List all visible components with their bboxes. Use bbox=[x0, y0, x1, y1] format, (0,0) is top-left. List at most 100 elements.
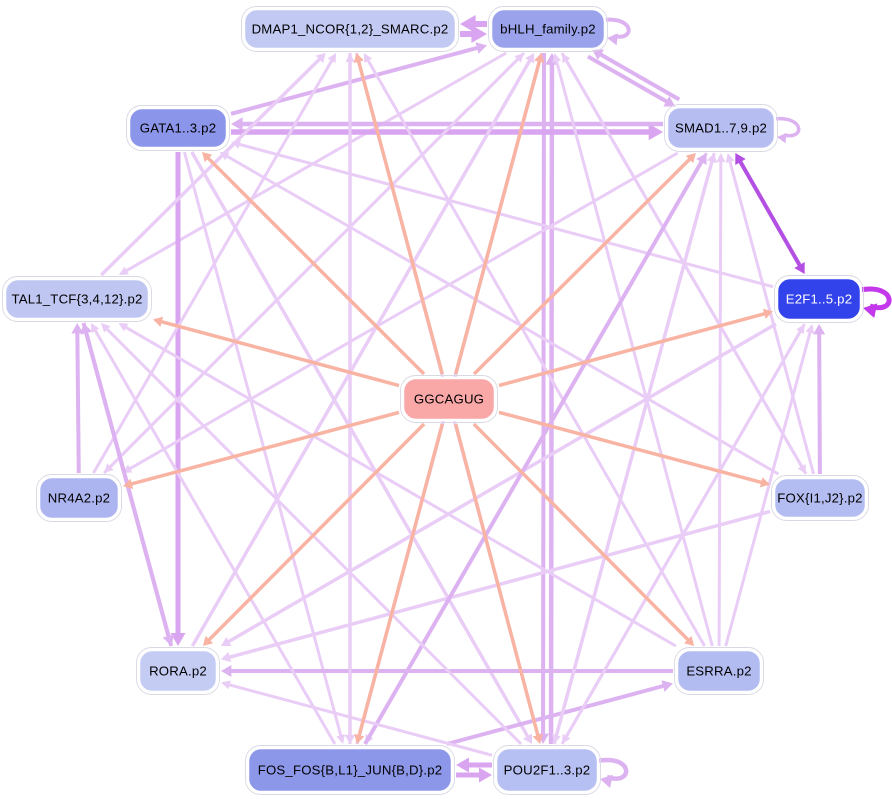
edge-line bbox=[83, 330, 174, 647]
node-label-esrra: ESRRA.p2 bbox=[686, 664, 751, 679]
arrowhead-smad bbox=[706, 153, 717, 164]
edge-line bbox=[498, 410, 764, 485]
edge-line bbox=[717, 160, 723, 647]
edge-line bbox=[123, 325, 677, 648]
self-loop-path bbox=[859, 286, 892, 311]
node-rora[interactable]: RORA.p2 bbox=[136, 647, 220, 695]
nodes-layer: DMAP1_NCOR{1,2}_SMARC.p2 bHLH_family.p2GA… bbox=[2, 6, 869, 795]
edge-line bbox=[472, 422, 691, 643]
arrowhead-tal1 bbox=[118, 266, 129, 275]
edge-pou2f-rora bbox=[221, 680, 493, 757]
edge-line bbox=[453, 423, 540, 738]
node-label-ggcagug: GGCAGUG bbox=[414, 392, 484, 407]
node-gata[interactable]: GATA1..3.p2 bbox=[126, 105, 230, 151]
node-e2f[interactable]: E2F1..5.p2 bbox=[774, 275, 864, 323]
edge-line bbox=[190, 151, 530, 739]
arrowhead-bhlh bbox=[514, 53, 524, 63]
node-box bbox=[246, 746, 454, 794]
node-dmap1[interactable]: DMAP1_NCOR{1,2}_SMARC.p2 bbox=[241, 6, 459, 52]
node-box bbox=[242, 7, 458, 51]
arrowhead-esrra bbox=[684, 635, 695, 646]
edge-line bbox=[724, 330, 812, 647]
arrowhead-smad bbox=[735, 153, 746, 166]
node-box bbox=[665, 105, 777, 151]
self-loop-path bbox=[596, 757, 629, 781]
arrowhead-dmap1 bbox=[327, 53, 337, 64]
node-ring bbox=[674, 647, 764, 695]
edge-nr4a2-dmap1 bbox=[92, 53, 337, 474]
edge-nr4a2-tal1 bbox=[71, 323, 84, 474]
node-fox[interactable]: FOX{I1,J2}.p2 bbox=[771, 475, 869, 521]
arrowhead-dmap1 bbox=[345, 53, 355, 62]
edge-esrra-rora bbox=[221, 665, 673, 677]
edge-bhlh-dmap1 bbox=[460, 15, 487, 33]
edge-line bbox=[554, 59, 714, 647]
self-loop-pou2f bbox=[596, 757, 629, 789]
edge-pou2f-bhlh bbox=[545, 53, 559, 745]
arrowhead-e2f bbox=[813, 324, 826, 335]
arrowhead-smad bbox=[777, 132, 787, 144]
edge-gata-rora bbox=[170, 152, 186, 646]
node-ggcagug[interactable]: GGCAGUG bbox=[400, 375, 498, 423]
edge-ggcagug-gata bbox=[202, 152, 426, 376]
edge-line bbox=[92, 58, 334, 474]
node-label-rora: RORA.p2 bbox=[149, 664, 207, 679]
arrowhead-nr4a2 bbox=[123, 478, 134, 489]
edge-line bbox=[541, 52, 546, 736]
arrowhead-rora bbox=[221, 636, 232, 647]
edge-bhlh-pou2f bbox=[537, 52, 550, 744]
edge-e2f-rora bbox=[221, 322, 777, 647]
edge-line bbox=[560, 329, 803, 745]
arrowhead-fox bbox=[759, 477, 770, 488]
arrowhead-rora bbox=[170, 633, 186, 646]
edge-line bbox=[472, 156, 692, 376]
arrowhead-bhlh bbox=[591, 49, 604, 60]
arrowhead-tal1 bbox=[118, 323, 129, 332]
edge-line bbox=[366, 58, 706, 647]
arrowhead-smad bbox=[716, 153, 726, 163]
arrowhead-dmap1 bbox=[353, 53, 364, 64]
edge-line bbox=[190, 58, 533, 647]
edge-bhlh-tal1 bbox=[118, 51, 507, 275]
arrowhead-pou2f bbox=[600, 774, 613, 789]
node-ring bbox=[241, 6, 459, 52]
arrowhead-e2f bbox=[762, 308, 773, 319]
node-ring bbox=[664, 104, 778, 152]
edge-nr4a2-bhlh bbox=[102, 53, 524, 475]
node-box bbox=[401, 376, 497, 422]
arrowhead-bhlh bbox=[607, 33, 619, 46]
arrowhead-gata bbox=[202, 152, 213, 163]
self-loop-bhlh bbox=[603, 17, 631, 46]
edge-line bbox=[225, 154, 780, 476]
node-bhlh[interactable]: bHLH_family.p2 bbox=[488, 6, 608, 52]
edge-line bbox=[363, 159, 705, 746]
edge-ggcagug-smad bbox=[472, 153, 696, 376]
edge-fox-bhlh bbox=[561, 53, 808, 475]
node-ring bbox=[771, 475, 869, 521]
arrowhead-bhlh bbox=[552, 53, 562, 63]
arrowhead-fos bbox=[354, 733, 365, 744]
arrowhead-smad bbox=[648, 123, 663, 141]
edge-pou2f-fos bbox=[456, 757, 492, 773]
edge-gata-smad bbox=[231, 123, 663, 141]
arrowhead-rora bbox=[221, 680, 231, 690]
arrowhead-tal1 bbox=[71, 323, 84, 334]
node-box bbox=[3, 277, 151, 321]
edge-ggcagug-esrra bbox=[472, 422, 695, 646]
edge-fos-pou2f bbox=[456, 767, 492, 783]
node-pou2f[interactable]: POU2F1..3.p2 bbox=[493, 745, 601, 795]
self-loop-smad bbox=[773, 117, 801, 144]
node-fos[interactable]: FOS_FOS{B,L1}_JUN{B,D}.p2 bbox=[245, 745, 455, 795]
arrowhead-pou2f bbox=[522, 733, 533, 744]
node-tal1[interactable]: TAL1_TCF{3,4,12}.p2 bbox=[2, 276, 152, 322]
node-nr4a2[interactable]: NR4A2.p2 bbox=[36, 474, 122, 522]
node-smad[interactable]: SMAD1..7,9.p2 bbox=[664, 104, 778, 152]
node-ring bbox=[488, 6, 608, 52]
arrowhead-smad bbox=[696, 153, 707, 166]
arrowhead-e2f bbox=[805, 324, 815, 334]
node-box bbox=[772, 476, 868, 520]
node-esrra[interactable]: ESRRA.p2 bbox=[674, 647, 764, 695]
edge-ggcagug-e2f bbox=[498, 308, 773, 388]
node-ring bbox=[126, 105, 230, 151]
edge-esrra-smad bbox=[716, 153, 726, 647]
